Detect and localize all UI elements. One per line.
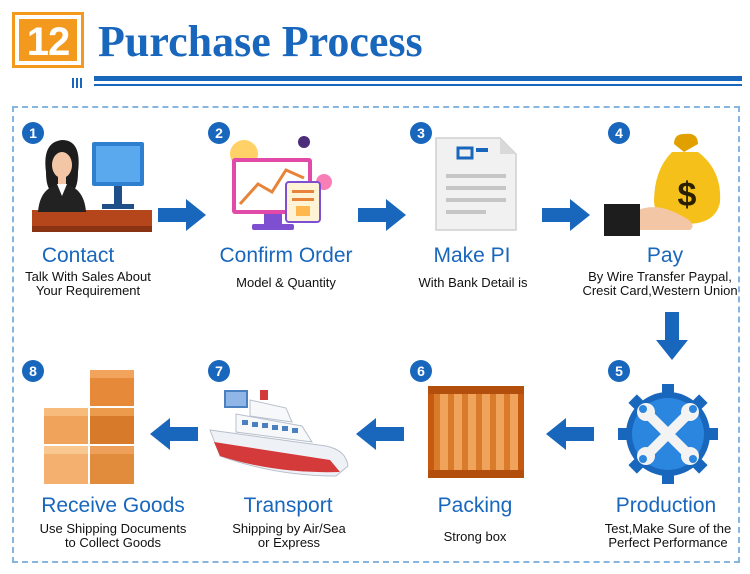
step-description: Strong box (443, 529, 507, 544)
step-description: Model & Quantity (236, 275, 336, 290)
stacked-boxes-icon (44, 370, 134, 484)
step-number: 1 (22, 122, 44, 144)
arrow-right-icon (358, 199, 406, 231)
document-icon (435, 137, 517, 231)
arrow-left-icon (356, 418, 404, 450)
title-underline-thin (94, 84, 742, 86)
step-title: Packing (437, 494, 513, 517)
arrow-down-icon (656, 312, 688, 360)
wooden-crate-icon (428, 386, 524, 478)
step-number: 8 (22, 360, 44, 382)
step-number: 4 (608, 122, 630, 144)
step-number: 3 (410, 122, 432, 144)
badge-number: 12 (19, 19, 77, 64)
step-description: With Bank Detail is (418, 275, 528, 290)
step-number: 7 (208, 360, 230, 382)
step-title: Transport (243, 494, 333, 517)
step-description: By Wire Transfer Paypal, Cresit Card,Wes… (582, 269, 738, 298)
step-description: Shipping by Air/Sea or Express (232, 521, 346, 550)
step-description: Use Shipping Documents to Collect Goods (39, 521, 187, 550)
arrow-left-icon (546, 418, 594, 450)
money-bag-hand-icon: $ (604, 133, 721, 236)
step-number: 2 (208, 122, 230, 144)
step-title: Contact (41, 244, 115, 267)
process-frame (12, 106, 740, 563)
svg-text:$: $ (678, 176, 697, 214)
title-underline-thick (94, 76, 742, 81)
step-count-badge: 12 (12, 12, 84, 68)
arrow-right-icon (542, 199, 590, 231)
title-tick-marks (72, 78, 84, 88)
wrench-gear-icon (618, 384, 718, 484)
step-description: Talk With Sales About Your Requirement (25, 269, 151, 298)
arrow-right-icon (158, 199, 206, 231)
step-title: Pay (646, 244, 684, 267)
step-title: Make PI (433, 244, 511, 267)
step-title: Confirm Order (219, 244, 353, 267)
cruise-ship-icon (209, 390, 349, 477)
step-number: 6 (410, 360, 432, 382)
step-title: Production (615, 494, 717, 517)
step-number: 5 (608, 360, 630, 382)
monitor-chart-icon (230, 136, 332, 230)
step-title: Receive Goods (41, 494, 185, 517)
page-title: Purchase Process (98, 17, 423, 66)
arrow-left-icon (150, 418, 198, 450)
step-description: Test,Make Sure of the Perfect Performanc… (604, 521, 732, 550)
person-at-computer-icon (32, 140, 152, 232)
